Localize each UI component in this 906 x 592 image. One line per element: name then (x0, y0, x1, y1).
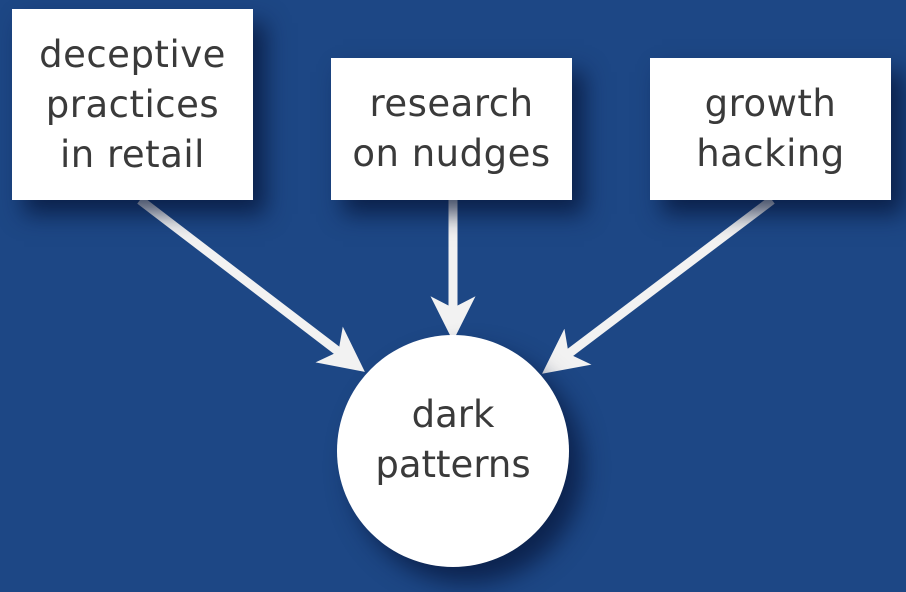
node-label-line: deceptive (39, 32, 226, 76)
arrow-deceptive-to-dark-patterns (137, 196, 365, 372)
node-label-line: hacking (696, 132, 845, 175)
node-label-line: practices (45, 82, 220, 126)
node-label-line: in retail (60, 132, 205, 176)
arrow-growth-to-dark-patterns (542, 196, 775, 374)
node-deceptive-practices-in-retail: deceptive practices in retail (12, 9, 253, 200)
node-label-line: patterns (375, 443, 531, 486)
node-label-line: dark (411, 393, 495, 436)
node-label-line: growth (704, 82, 837, 125)
node-label-line: research (369, 82, 534, 125)
node-dark-patterns: dark patterns (337, 335, 569, 567)
node-growth-hacking: growth hacking (650, 58, 891, 200)
node-research-on-nudges: research on nudges (331, 58, 572, 200)
node-label-line: on nudges (352, 132, 551, 175)
